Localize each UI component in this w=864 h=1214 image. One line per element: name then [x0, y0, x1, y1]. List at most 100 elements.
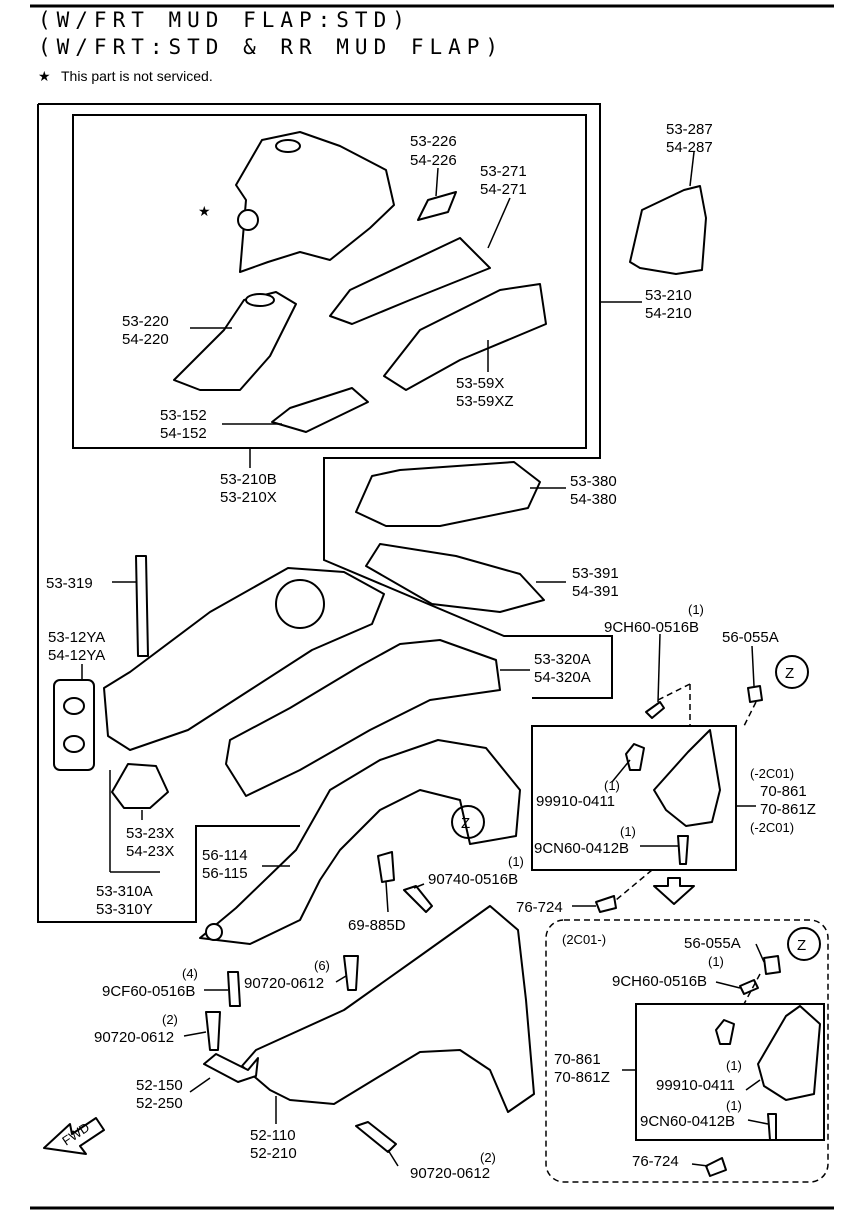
- fwd-arrow-icon: FWD: [43, 1117, 105, 1155]
- zone-z-marker-1: Z: [775, 655, 809, 689]
- label-53-320a: 53-320A: [534, 651, 591, 668]
- bracket-53-23x-part: [111, 763, 169, 809]
- label-53-310a: 53-310A: [96, 883, 153, 900]
- label-70-861-a: 70-861: [760, 783, 807, 800]
- callout-labels: 53-287 54-287 53-226 54-226 53-271 54-27…: [46, 121, 816, 1182]
- fender-52-110-part: [241, 905, 535, 1113]
- label-54-226: 54-226: [410, 152, 457, 169]
- mud-flap-box-lower: [635, 1003, 825, 1141]
- label-53-152: 53-152: [160, 407, 207, 424]
- mud-flap-box-2c01: [545, 919, 829, 1183]
- clip-69-885d: [377, 851, 395, 883]
- label-9cn60-a: 9CN60-0412B: [534, 840, 629, 857]
- label-53-12ya: 53-12YA: [48, 629, 105, 646]
- label-53-210: 53-210: [645, 287, 692, 304]
- svg-text:Z: Z: [461, 815, 470, 832]
- label-52-250: 52-250: [136, 1095, 183, 1112]
- rail-53-59x-part: [383, 283, 547, 391]
- zone-z-marker-3: Z: [787, 927, 821, 961]
- label-9cf60: 9CF60-0516B: [102, 983, 195, 1000]
- label-70-861z-a: 70-861Z: [760, 801, 816, 818]
- bracket-52-150-part: [203, 1053, 259, 1083]
- bolt-90720-a: [343, 955, 359, 991]
- mud-flap-upper-part: [653, 729, 721, 827]
- zone-z-marker-2: Z: [451, 805, 485, 839]
- down-arrow-icon: [653, 877, 695, 905]
- label-54-152: 54-152: [160, 425, 207, 442]
- label-53-226: 53-226: [410, 133, 457, 150]
- label-52-210: 52-210: [250, 1145, 297, 1162]
- label-9cn60-b: 9CN60-0412B: [640, 1113, 735, 1130]
- label-53-59x: 53-59X: [456, 375, 504, 392]
- svg-text:Z: Z: [797, 937, 806, 954]
- panel-53-220-hole: [245, 293, 275, 307]
- label-53-271: 53-271: [480, 163, 527, 180]
- label-qty-1-g: (1): [726, 1098, 742, 1113]
- label-53-210x: 53-210X: [220, 489, 277, 506]
- label-qty-1-b: (1): [604, 778, 620, 793]
- mud-flap-box-upper: [531, 725, 737, 871]
- label-53-210b: 53-210B: [220, 471, 277, 488]
- label-54-220: 54-220: [122, 331, 169, 348]
- label-qty-1-f: (1): [726, 1058, 742, 1073]
- label-53-380: 53-380: [570, 473, 617, 490]
- bolt-90720-b: [205, 1011, 221, 1051]
- label-qty-1-e: (1): [708, 954, 724, 969]
- label-range-a: (-2C01): [750, 766, 794, 781]
- stud-53-319-part: [135, 555, 149, 657]
- label-99910-a: 99910-0411: [536, 793, 615, 810]
- outer-frame: [38, 103, 613, 699]
- label-90740: 90740-0516B: [428, 871, 518, 888]
- bracket-53-226-part: [417, 191, 457, 221]
- label-qty-1-c: (1): [620, 824, 636, 839]
- header-line-1: (W/FRT MUD FLAP:STD): [38, 8, 411, 32]
- label-54-380: 54-380: [570, 491, 617, 508]
- clip-99910-a-part: [625, 743, 645, 771]
- label-54-12ya: 54-12YA: [48, 647, 105, 664]
- label-70-861z-b: 70-861Z: [554, 1069, 610, 1086]
- panel-53-220-part: [173, 291, 297, 391]
- clip-76-724-b: [705, 1157, 727, 1177]
- not-serviced-note: This part is not serviced.: [61, 68, 213, 84]
- nut-56-055a-a: [747, 685, 763, 703]
- label-qty-6: (6): [314, 958, 330, 973]
- label-53-220: 53-220: [122, 313, 169, 330]
- apron-hole: [237, 209, 259, 231]
- label-54-287: 54-287: [666, 139, 713, 156]
- label-90720-a: 90720-0612: [244, 975, 324, 992]
- plate-hole-1: [63, 697, 85, 715]
- leader-lines: [81, 151, 769, 1167]
- label-52-110: 52-110: [250, 1127, 296, 1144]
- bolt-9cn60-b: [767, 1113, 777, 1141]
- splash-shield-hole: [205, 923, 223, 941]
- label-54-320a: 54-320A: [534, 669, 591, 686]
- label-69-885d: 69-885D: [348, 917, 406, 934]
- label-76-724-a: 76-724: [516, 899, 563, 916]
- plate-53-12ya-part: [53, 679, 95, 771]
- label-56-055a-b: 56-055A: [684, 935, 741, 952]
- label-53-310y: 53-310Y: [96, 901, 153, 918]
- label-56-115: 56-115: [202, 865, 248, 882]
- bolt-9ch60-a: [645, 701, 665, 719]
- member-53-152-part: [271, 387, 369, 433]
- mud-flap-lower-part: [757, 1005, 821, 1101]
- label-99910-b: 99910-0411: [656, 1077, 735, 1094]
- not-serviced-star-marker: ★: [198, 203, 211, 219]
- clip-76-724-a: [595, 895, 617, 913]
- bolt-9cn60-a: [677, 835, 689, 865]
- label-qty-1-a: (1): [688, 602, 704, 617]
- splash-shield-part: [199, 739, 521, 945]
- label-qty-2-a: (2): [162, 1012, 178, 1027]
- nut-56-055a-b: [763, 955, 781, 975]
- label-qty-2-b: (2): [480, 1150, 496, 1165]
- label-70-861-b: 70-861: [554, 1051, 601, 1068]
- label-54-210: 54-210: [645, 305, 692, 322]
- label-56-114: 56-114: [202, 847, 248, 864]
- label-53-287: 53-287: [666, 121, 713, 138]
- member-53-391-part: [365, 543, 545, 613]
- apron-assembly-part: [235, 131, 395, 273]
- label-qty-1-d: (1): [508, 854, 524, 869]
- bolt-9ch60-b: [739, 979, 759, 995]
- gusset-53-287-part: [629, 185, 707, 275]
